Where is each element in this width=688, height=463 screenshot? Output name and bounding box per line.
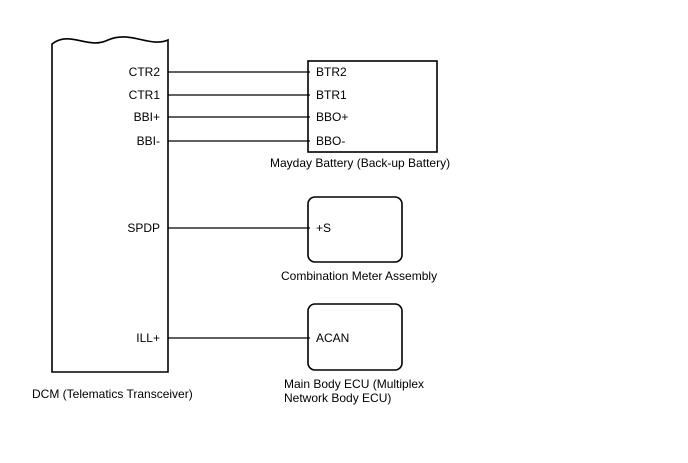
battery-pin-btr2: BTR2 — [316, 65, 347, 79]
ecu-label-line2: Network Body ECU) — [284, 391, 391, 405]
ecu-pin-acan: ACAN — [316, 331, 349, 345]
dcm-pin-bbi-plus: BBI+ — [134, 110, 160, 124]
dcm-pin-bbi-minus: BBI- — [137, 134, 160, 148]
dcm-pin-spdp: SPDP — [127, 221, 160, 235]
dcm-block — [51, 36, 169, 373]
mayday-battery-block — [307, 60, 438, 153]
battery-label: Mayday Battery (Back-up Battery) — [270, 156, 450, 170]
dcm-pin-ctr1: CTR1 — [129, 88, 161, 102]
battery-pin-btr1: BTR1 — [316, 88, 347, 102]
dcm-label: DCM (Telematics Transceiver) — [32, 387, 193, 401]
dcm-pin-ctr2: CTR2 — [129, 65, 161, 79]
dcm-pin-ill-plus: ILL+ — [136, 331, 160, 345]
battery-pin-bbo-plus: BBO+ — [316, 110, 348, 124]
combination-meter-block — [307, 196, 403, 263]
ecu-label-line1: Main Body ECU (Multiplex — [284, 377, 424, 391]
battery-pin-bbo-minus: BBO- — [316, 134, 345, 148]
meter-label: Combination Meter Assembly — [281, 269, 437, 283]
main-body-ecu-block — [307, 303, 403, 371]
meter-pin-plus-s: +S — [316, 221, 331, 235]
